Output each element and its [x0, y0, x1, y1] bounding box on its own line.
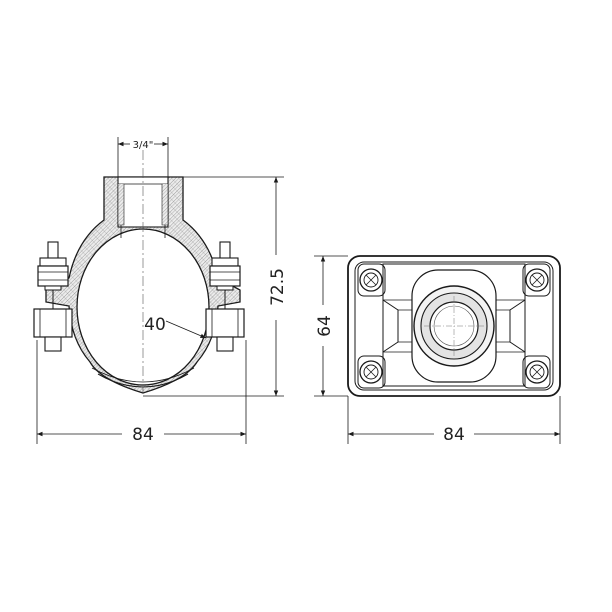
side-width-label: 84	[132, 425, 154, 445]
dimension-diameter: 40	[144, 315, 207, 339]
thread-size-label: 3/4"	[133, 140, 154, 151]
side-view: 3/4" 72.5 40 84	[33, 137, 288, 445]
bolt-hole-bottom-left	[357, 355, 386, 389]
top-width-label: 84	[443, 425, 465, 445]
height-label: 72.5	[268, 268, 288, 306]
diameter-label: 40	[144, 315, 166, 335]
dimension-thread: 3/4"	[117, 137, 169, 177]
right-bolt	[205, 241, 245, 352]
dimension-side-width: 84	[36, 340, 247, 445]
top-outlet	[411, 269, 497, 383]
dimension-top-width: 84	[347, 396, 561, 445]
top-view: 64 84	[314, 255, 561, 445]
bolt-hole-top-right	[522, 263, 551, 297]
dimension-height: 72.5	[143, 176, 288, 397]
bolt-hole-top-left	[357, 263, 386, 297]
bolt-hole-bottom-right	[522, 355, 551, 389]
dimension-top-height: 64	[314, 255, 348, 397]
left-bolt	[33, 241, 73, 352]
top-height-label: 64	[315, 315, 335, 337]
